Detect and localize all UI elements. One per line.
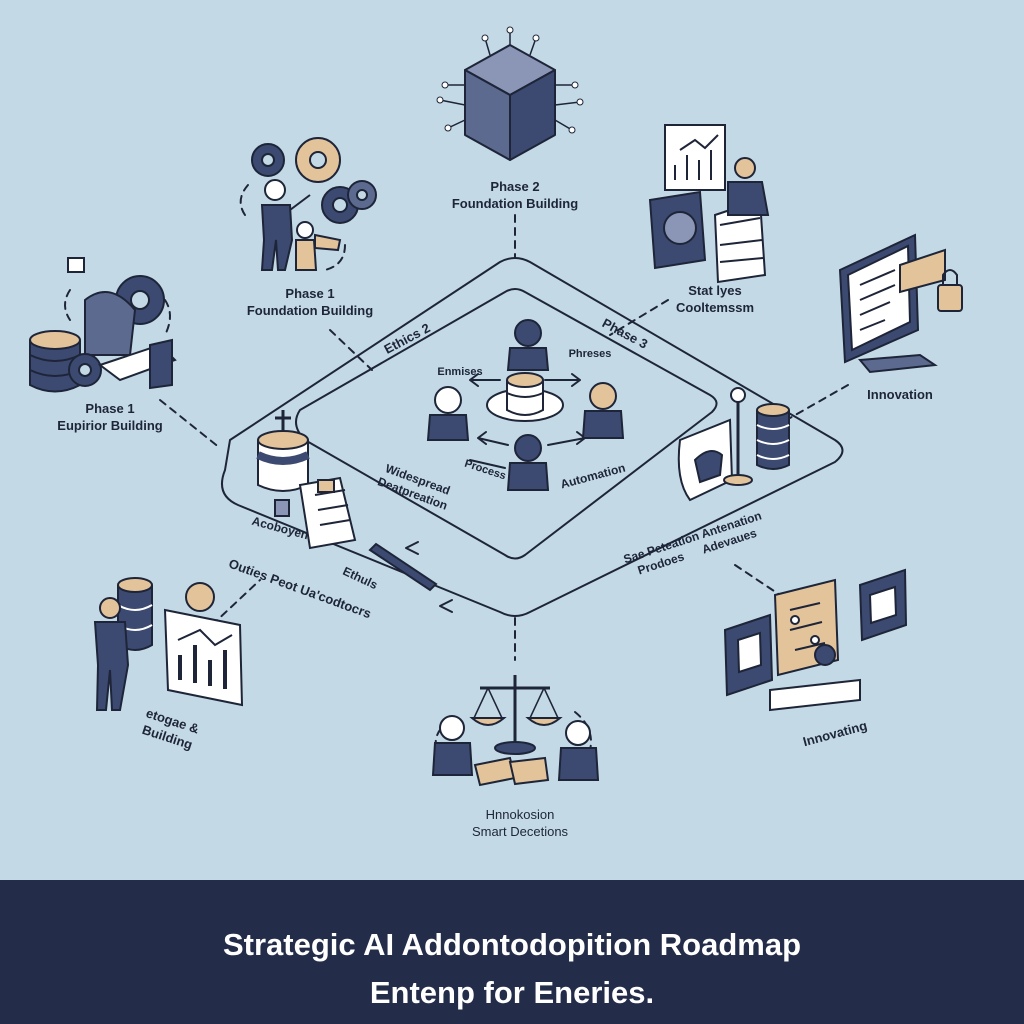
connector-topright [609,299,669,336]
connector-bottomright [734,564,781,596]
arrow-left-bottom [477,431,509,446]
arrow-left-top [469,373,501,387]
arrow-right-top [544,373,581,387]
label-line: Phase 1 [285,286,335,301]
arrow-right-bottom [547,431,586,446]
label-line: Eupirior Building [57,418,163,433]
connector-bottomleft [211,579,261,626]
analytics-server-icon [648,124,770,284]
arrowhead [405,541,419,555]
ethics-scale-icon [431,675,600,787]
loop-arrow-gears [239,184,249,216]
connector-right [789,384,849,419]
label-innovation: Innovation [867,387,933,402]
label-smart-decisions: Hnnokosion Smart Decetions [430,806,610,840]
database-gears-icon [29,257,177,393]
label-line: Hnnokosion [485,807,555,822]
ai-chip-cube-icon [436,26,584,161]
arrow-down [469,459,506,469]
security-database-icon [677,387,790,502]
loop-arrow-ethics-r [574,711,592,751]
label-stat-types: Stat lyes Cooltemssm [640,282,790,316]
gears-team-icon [251,137,377,271]
label-phase2-top: Phase 2 Foundation Building [430,178,600,212]
data-analyst-icon [93,577,244,711]
connector-left [159,399,221,449]
loop-arrow-db [64,289,71,321]
connector-topleft [329,329,373,371]
ai-core-team-icon [426,319,625,491]
label-line: Foundation Building [451,196,579,211]
secure-monitor-icon [838,233,963,374]
infrastructure-icon [256,410,438,592]
label-line: Phase 2 [490,179,540,194]
banner-title-line1: Strategic AI Addontodopition Roadmap [222,927,802,962]
innovation-robot-icon [723,568,908,712]
outer-loop-path [221,257,844,617]
loop-arrow-db2 [164,299,171,336]
label-phase1-left: Phase 1 Eupirior Building [30,400,190,434]
inner-loop-path [295,288,718,560]
label-line: Smart Decetions [471,824,569,839]
arrowhead [439,599,453,613]
label-line: Foundation Building [246,303,374,318]
label-line: Stat lyes [688,283,742,298]
banner-title-line2: Entenp for Eneries. [369,975,655,1010]
roadmap-diagram [29,26,963,787]
loop-arrow-gears2 [324,244,346,271]
label-enmises: Enmises [437,366,483,378]
title-banner: Strategic AI Addontodopition Roadmap Ent… [0,880,1024,1024]
label-phreses: Phreses [568,348,612,360]
label-line: Cooltemssm [675,300,755,315]
label-phase1-top: Phase 1 Foundation Building [225,285,395,319]
label-line: Phase 1 [85,401,135,416]
